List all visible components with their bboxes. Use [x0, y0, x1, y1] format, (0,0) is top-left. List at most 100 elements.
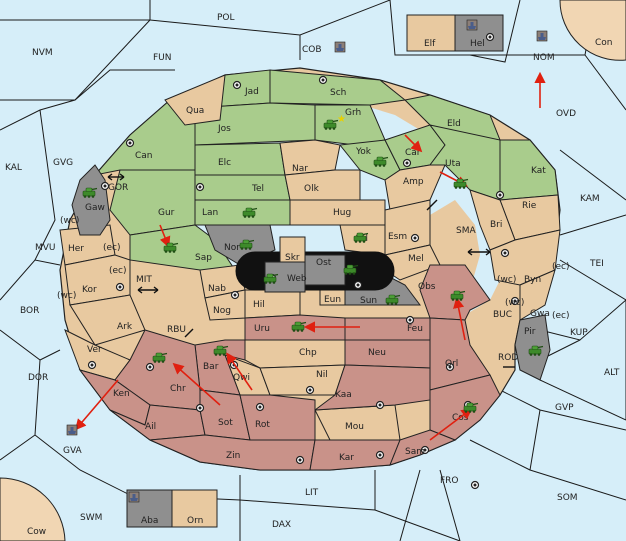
- label-Bri: Bri: [490, 220, 502, 230]
- coast-gwa-ec: (ec): [552, 311, 570, 321]
- label-Web: Web: [287, 274, 307, 284]
- sea-LIT[interactable]: LIT: [305, 488, 319, 498]
- sea-Con[interactable]: Con: [595, 38, 613, 48]
- province-Cow[interactable]: [0, 477, 66, 541]
- label-Aba: Aba: [141, 516, 158, 526]
- label-Mel: Mel: [408, 254, 424, 264]
- province-Nar[interactable]: [279, 139, 341, 176]
- province-Hel[interactable]: [454, 14, 504, 52]
- label-Pir: Pir: [524, 327, 536, 337]
- label-Nab: Nab: [208, 284, 226, 294]
- sea-POL[interactable]: POL: [217, 13, 235, 23]
- sea-MVU[interactable]: MVU: [35, 243, 56, 253]
- supply-centers: [87, 32, 520, 490]
- label-Ark: Ark: [117, 322, 133, 332]
- sea-SMA[interactable]: SMA: [456, 226, 476, 236]
- label-Car: Car: [405, 148, 421, 158]
- province-Sch[interactable]: [269, 69, 407, 106]
- sea-ALT[interactable]: ALT: [604, 368, 620, 378]
- sea-TEI[interactable]: TEI: [589, 259, 604, 269]
- province-Qua[interactable]: [164, 74, 226, 126]
- sea-FRO[interactable]: FRO: [440, 476, 459, 486]
- label-Her: Her: [68, 244, 84, 254]
- coast-byn-ec: (ec): [552, 262, 570, 272]
- label-Rot: Rot: [255, 420, 270, 430]
- sea-COB[interactable]: COB: [302, 45, 322, 55]
- strait-connectors: [107, 173, 515, 368]
- sea-Cow[interactable]: Cow: [27, 527, 46, 537]
- label-Bar: Bar: [203, 362, 219, 372]
- province-Olk[interactable]: [284, 169, 361, 201]
- province-Rot[interactable]: [239, 394, 316, 441]
- sea-BUC[interactable]: BUC: [493, 310, 512, 320]
- sea-GVA[interactable]: GVA: [63, 446, 83, 456]
- label-Elf: Elf: [424, 39, 436, 49]
- sea-SWM[interactable]: SWM: [80, 513, 102, 523]
- label-Olk: Olk: [304, 184, 320, 194]
- sea-KAL[interactable]: KAL: [5, 163, 22, 173]
- label-Jad: Jad: [244, 87, 259, 97]
- province-Orn[interactable]: [171, 489, 218, 528]
- fleet-Hel[interactable]: [466, 19, 478, 31]
- province-Elf[interactable]: [406, 14, 456, 52]
- sea-DAX[interactable]: DAX: [272, 520, 291, 530]
- sea-GVP[interactable]: GVP: [555, 403, 574, 413]
- sea-NOM[interactable]: NOM: [533, 53, 555, 63]
- sea-FUN[interactable]: FUN: [153, 53, 172, 63]
- sea-KAM[interactable]: KAM: [580, 194, 600, 204]
- fleet-GVA[interactable]: [66, 424, 78, 436]
- sea-SOM[interactable]: SOM: [557, 493, 578, 503]
- province-Neu[interactable]: [344, 339, 431, 369]
- fleet-NOM[interactable]: [536, 30, 548, 42]
- province-Elc[interactable]: [194, 142, 286, 176]
- label-Chp: Chp: [299, 348, 317, 358]
- sea-ROD[interactable]: ROD: [498, 353, 518, 363]
- label-Gwa: Gwa: [530, 309, 550, 319]
- province-Nil[interactable]: [259, 364, 346, 396]
- sea-DOR[interactable]: DOR: [28, 373, 48, 383]
- label-Hel: Hel: [470, 39, 485, 49]
- sea-MIT[interactable]: MIT: [136, 275, 152, 285]
- province-Kaa[interactable]: [313, 364, 431, 411]
- label-Grh: Grh: [345, 108, 361, 118]
- province-Tel[interactable]: [194, 174, 291, 201]
- fleet-Aba[interactable]: [128, 491, 140, 503]
- label-Orl: Orl: [445, 359, 458, 369]
- label-Kar: Kar: [339, 453, 354, 463]
- province-Kar[interactable]: [309, 439, 401, 471]
- label-Mou: Mou: [345, 422, 364, 432]
- province-Ost[interactable]: [304, 254, 346, 286]
- sea-GVG[interactable]: GVG: [53, 158, 73, 168]
- label-Eld: Eld: [447, 119, 461, 129]
- label-Skr: Skr: [285, 253, 300, 263]
- label-Lan: Lan: [202, 208, 218, 218]
- sea-BOR[interactable]: BOR: [20, 306, 39, 316]
- sea-NVM[interactable]: NVM: [32, 48, 53, 58]
- label-Byn: Byn: [524, 275, 541, 285]
- label-Sap: Sap: [195, 253, 212, 263]
- label-Sot: Sot: [218, 418, 233, 428]
- label-Nog: Nog: [213, 306, 231, 316]
- sea-GOR[interactable]: GOR: [108, 183, 128, 193]
- province-Gwa[interactable]: [519, 269, 556, 321]
- label-Amp: Amp: [403, 177, 424, 187]
- label-Orn: Orn: [187, 516, 203, 526]
- province-Gur[interactable]: [109, 169, 196, 236]
- sea-RBU[interactable]: RBU: [167, 325, 186, 335]
- label-Ost: Ost: [316, 258, 332, 268]
- label-Obs: Obs: [418, 282, 436, 292]
- tan-provinces: [59, 74, 561, 441]
- province-Kat[interactable]: [499, 139, 559, 201]
- sea-OVD[interactable]: OVD: [556, 109, 576, 119]
- label-Chr: Chr: [170, 384, 186, 394]
- province-Kor[interactable]: [64, 254, 131, 306]
- sea-KUP[interactable]: KUP: [570, 328, 588, 338]
- fleet-COB[interactable]: [334, 41, 346, 53]
- label-Nor: Nor: [224, 243, 240, 253]
- province-Con[interactable]: [559, 0, 626, 61]
- label-Ail: Ail: [145, 422, 156, 432]
- label-Esm: Esm: [388, 232, 407, 242]
- coast-byn-wc: (wc): [497, 275, 516, 285]
